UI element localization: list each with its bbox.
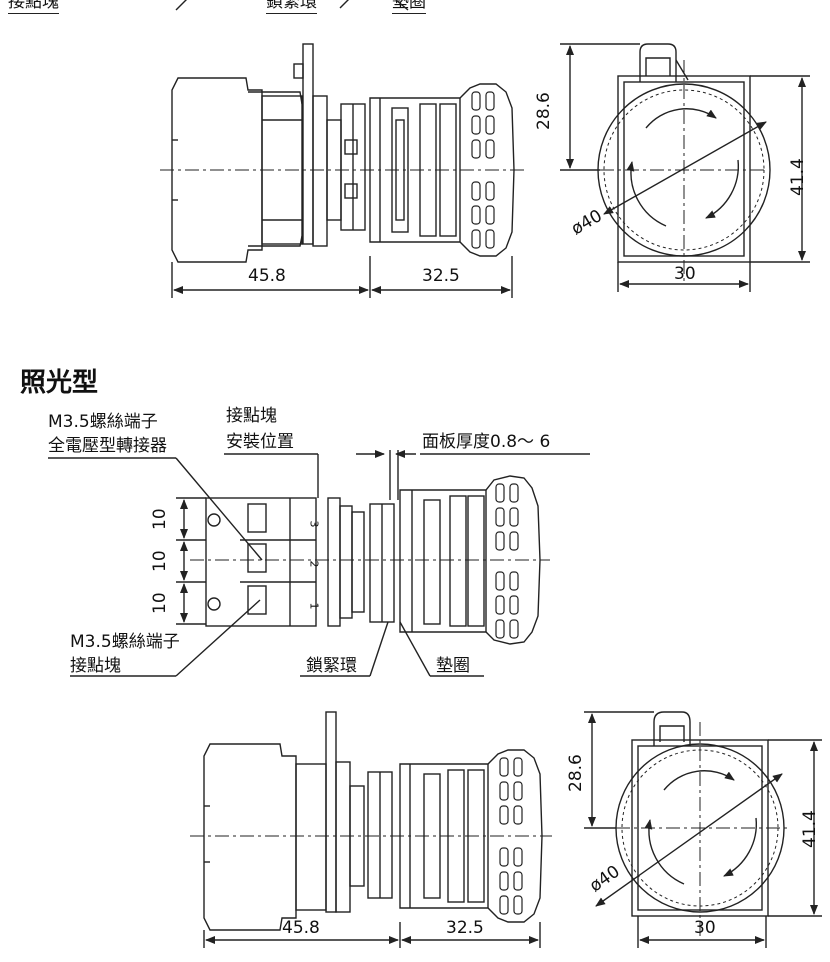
label-contact-block-top: 接點塊 (8, 0, 59, 14)
dim-pitch-3: 10 (150, 592, 170, 614)
dim-head-length-bottom: 32.5 (446, 918, 484, 938)
label-contact-mount-1: 接點塊 (226, 406, 277, 426)
bottom-front-view (584, 711, 822, 948)
label-m35-contact-2: 接點塊 (70, 656, 121, 676)
dim-width-bottom: 30 (694, 918, 716, 938)
top-side-view (160, 43, 524, 298)
label-panel-thickness: 面板厚度0.8～ 6 (422, 432, 551, 452)
label-contact-mount-2: 安裝位置 (226, 432, 294, 452)
dim-head-length-top: 32.5 (422, 266, 460, 286)
top-front-view (560, 43, 810, 292)
label-m35-adapter-2: 全電壓型轉接器 (48, 436, 167, 456)
label-lock-ring-top: 鎖緊環 (266, 0, 317, 14)
label-m35-adapter-1: M3.5螺絲端子 (48, 412, 158, 432)
dim-total-height-top: 41.4 (788, 158, 808, 196)
terminal-number-3: 3 (307, 520, 321, 528)
section-title-illuminated: 照光型 (20, 368, 99, 398)
dim-body-length-top: 45.8 (248, 266, 286, 286)
dim-body-length-bottom: 45.8 (282, 918, 320, 938)
terminal-number-2: 2 (307, 560, 321, 568)
middle-side-view (48, 450, 590, 677)
label-gasket: 墊圈 (436, 656, 470, 676)
terminal-number-1: 1 (307, 602, 321, 610)
dim-pitch-1: 10 (150, 508, 170, 530)
dim-height-above-top: 28.6 (534, 92, 554, 130)
dim-height-above-bottom: 28.6 (566, 754, 586, 792)
label-lock-ring: 鎖緊環 (306, 656, 357, 676)
label-m35-contact-1: M3.5螺絲端子 (70, 632, 180, 652)
dim-pitch-2: 10 (150, 550, 170, 572)
dim-total-height-bottom: 41.4 (800, 810, 820, 848)
bottom-side-view (190, 711, 552, 948)
dim-width-top: 30 (674, 264, 696, 284)
